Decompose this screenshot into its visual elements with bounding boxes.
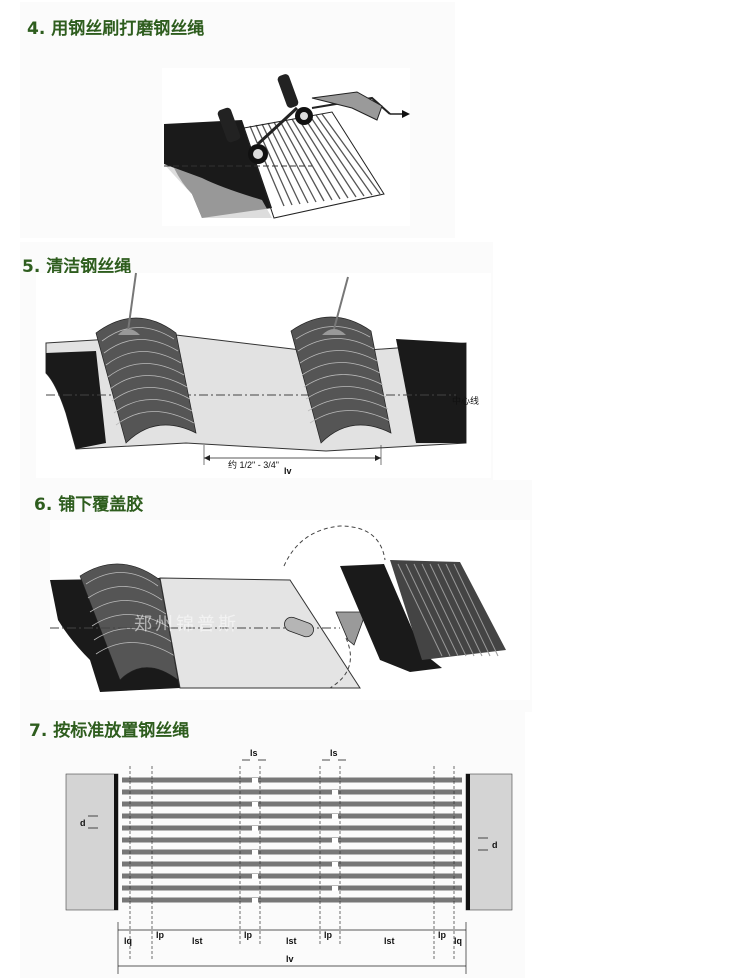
dim-lq-left: lq (124, 936, 132, 946)
dim-lq-right: lq (454, 936, 462, 946)
dim-lp-4: lp (438, 930, 447, 940)
step4-figure (162, 68, 410, 226)
lv-label: lv (284, 466, 292, 476)
distance-label: 约 1/2" - 3/4" (228, 459, 279, 470)
ls-top-right: ls (330, 748, 338, 758)
watermark: 郑州锦普斯 (134, 614, 239, 635)
step4-title: 4. 用钢丝刷打磨钢丝绳 (27, 19, 205, 39)
dim-lst-3: lst (384, 936, 395, 946)
step5-title: 5. 清洁钢丝绳 (22, 257, 132, 277)
step5-figure: 约 1/2" - 3/4" lv 中心线 (36, 272, 491, 478)
step7-title: 7. 按标准放置钢丝绳 (29, 721, 190, 741)
dim-lp-2: lp (244, 930, 253, 940)
step6-title: 6. 铺下覆盖胶 (34, 495, 144, 515)
dim-lst-1: lst (192, 936, 203, 946)
dim-lp-3: lp (324, 930, 333, 940)
d-right: d (492, 840, 498, 850)
dim-lst-2: lst (286, 936, 297, 946)
dim-lp-1: lp (156, 930, 165, 940)
d-left: d (80, 818, 86, 828)
ls-top-left: ls (250, 748, 258, 758)
step7-figure: ls ls d d lq lp lst lp lst lp lst lp lq … (65, 748, 513, 974)
step6-figure: 郑州锦普斯 (50, 520, 530, 700)
dim-lv: lv (286, 954, 294, 964)
center-line-label: 中心线 (452, 395, 479, 406)
